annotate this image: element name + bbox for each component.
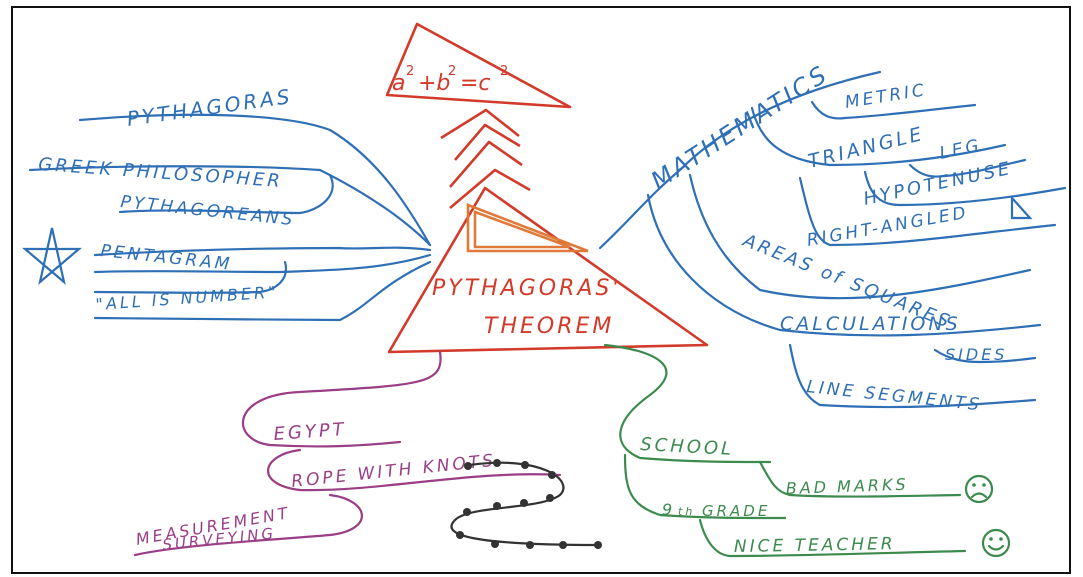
happy-face-icon: [981, 528, 1011, 558]
formula-a: a: [392, 71, 405, 96]
central-triangle: [387, 186, 709, 354]
label-grade-number: 9: [662, 500, 675, 519]
sad-face-icon: [964, 474, 994, 504]
label-bad-marks: BAD MARKS: [785, 475, 908, 498]
left-branch-lines: [28, 113, 432, 322]
center-title-line1: PYTHAGORAS': [432, 276, 621, 301]
label-school: SCHOOL: [640, 434, 735, 460]
formula-a-exp: 2: [406, 64, 414, 79]
label-mathematics: MATHEMATICS: [646, 59, 834, 195]
right-angle-icon: [1010, 195, 1033, 220]
bottom-right-branch-lines: [603, 343, 967, 558]
label-triangle: TRIANGLE: [806, 123, 927, 173]
knotted-rope-icon: [450, 459, 602, 549]
label-calculations: CALCULATIONS: [780, 313, 961, 335]
right-branch-lines: [598, 70, 1067, 409]
formula-b-exp: 2: [448, 64, 456, 79]
pentagram-icon: [21, 227, 83, 285]
mind-map-frame: [11, 6, 1071, 574]
label-sides: SIDES: [945, 345, 1007, 364]
label-leg: LEG: [938, 136, 984, 164]
formula-c-exp: 2: [500, 64, 508, 79]
center-title-line2: THEOREM: [484, 314, 614, 339]
label-pythagoreans: PYTHAGOREANS: [119, 192, 296, 230]
formula-b: +b: [418, 71, 450, 96]
formula-c: =c: [460, 71, 491, 96]
label-all-is-number: "ALL IS NUMBER": [95, 282, 279, 314]
label-pentagram: PENTAGRAM: [99, 241, 233, 275]
label-nice-teacher: NICE TEACHER: [734, 534, 896, 557]
label-pythagoras: PYTHAGORAS: [125, 84, 293, 131]
formula-triangle: [385, 22, 572, 109]
chevron-arrows: [440, 108, 531, 209]
label-grade-word: GRADE: [702, 502, 770, 520]
label-metric: METRIC: [844, 80, 929, 113]
label-greek-philosopher: GREEK PHILOSOPHER: [38, 154, 284, 192]
label-egypt: EGYPT: [273, 419, 347, 445]
bottom-left-branch-lines: [133, 350, 562, 557]
label-hypotenuse: HYPOTENUSE: [862, 158, 1014, 210]
label-line-segments: LINE SEGMENTS: [805, 377, 982, 415]
label-grade-suffix: th: [678, 505, 695, 518]
